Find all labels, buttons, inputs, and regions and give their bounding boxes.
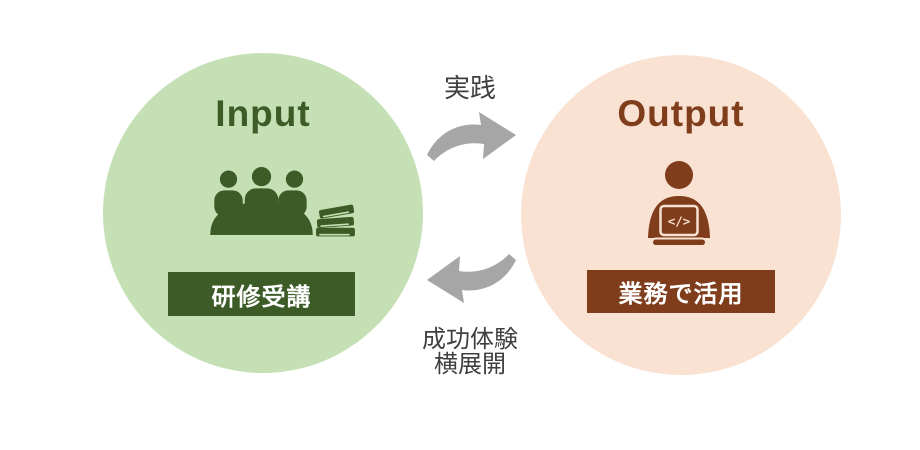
input-title: Input (215, 93, 311, 134)
output-title: Output (617, 93, 745, 134)
input-label-text: 研修受講 (211, 283, 312, 311)
input-circle: Input 研修受講 (103, 53, 423, 373)
output-label-text: 業務で活用 (618, 281, 744, 308)
curved-arrow-right-icon (427, 112, 516, 161)
code-glyph: </> (668, 214, 691, 229)
input-label-box: 研修受講 (168, 272, 355, 316)
practice-label: 実践 (443, 73, 496, 103)
output-label-box: 業務で活用 (587, 270, 775, 313)
output-circle: Output </> 業務で活用 (521, 55, 841, 375)
books-stack-icon (316, 204, 355, 237)
person-at-laptop-icon: </> (648, 161, 710, 247)
success-label-line2: 横展開 (434, 351, 506, 378)
success-spread-label: 成功体験 横展開 (400, 327, 540, 377)
success-label-line1: 成功体験 (422, 326, 518, 353)
meeting-people-icon (210, 167, 313, 235)
curved-arrow-left-icon (427, 254, 516, 303)
